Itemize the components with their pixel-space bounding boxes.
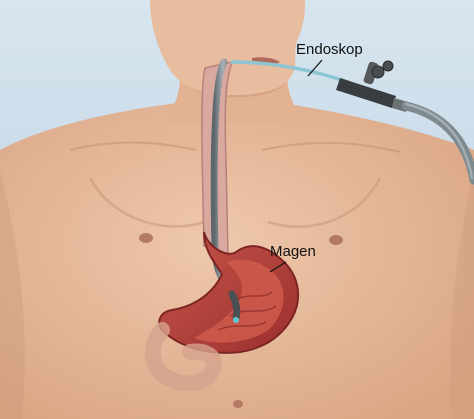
nipple-left bbox=[139, 233, 153, 243]
endoscope-label: Endoskop bbox=[296, 42, 363, 57]
nipple-right bbox=[329, 235, 343, 245]
stomach-label: Magen bbox=[270, 244, 316, 259]
endoscope-light-icon bbox=[233, 317, 239, 323]
navel bbox=[233, 400, 243, 408]
